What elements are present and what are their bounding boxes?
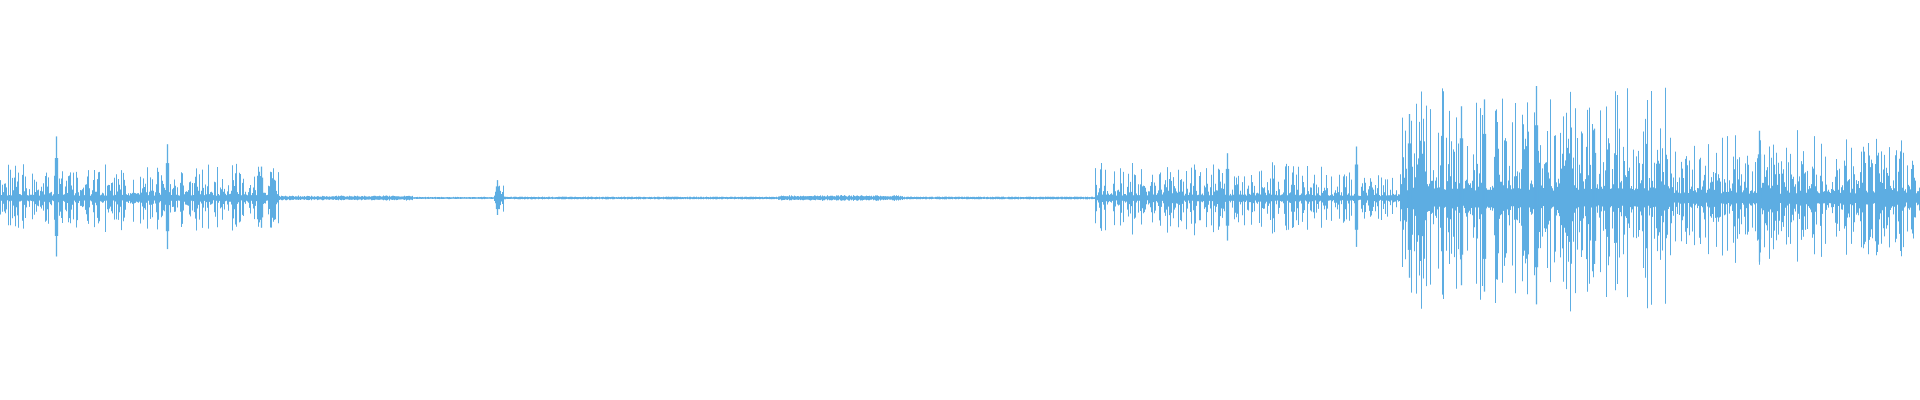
waveform-bars — [0, 86, 1920, 312]
